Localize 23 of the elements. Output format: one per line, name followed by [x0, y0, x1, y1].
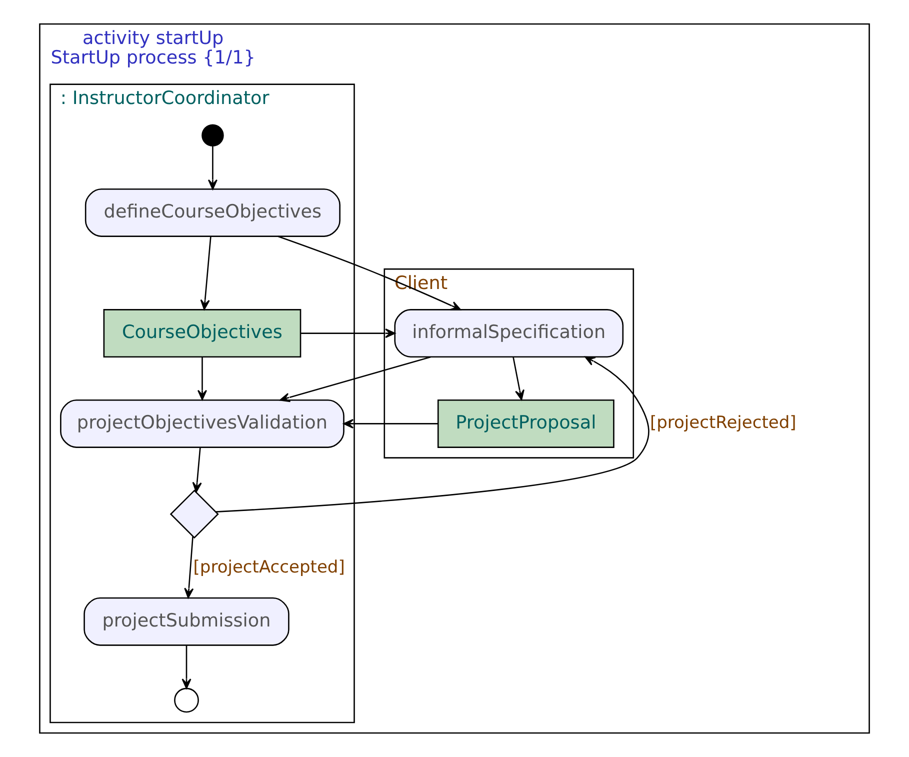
node-box: projectObjectivesValidation	[60, 399, 344, 448]
node-box: projectSubmission	[84, 597, 290, 646]
arrow	[280, 356, 431, 402]
node-diamond	[170, 490, 219, 539]
node-box: CourseObjectives	[103, 309, 302, 358]
edge-label: [projectRejected]	[650, 413, 796, 434]
node-circle	[174, 688, 199, 713]
arrow	[216, 356, 650, 512]
arrow	[182, 645, 192, 689]
arrow	[197, 357, 207, 400]
node-box: defineCourseObjectives	[84, 188, 340, 237]
node-box: informalSpecification	[394, 309, 624, 358]
arrow	[208, 146, 218, 190]
arrow	[200, 236, 212, 310]
arrow	[192, 448, 202, 492]
edge-label: [projectAccepted]	[193, 557, 345, 578]
arrow	[184, 536, 194, 598]
arrow	[278, 236, 461, 310]
arrow	[512, 357, 524, 400]
node-box: ProjectProposal	[437, 399, 614, 448]
arrow	[343, 418, 438, 428]
node-circle	[202, 124, 224, 147]
arrow	[301, 328, 396, 338]
